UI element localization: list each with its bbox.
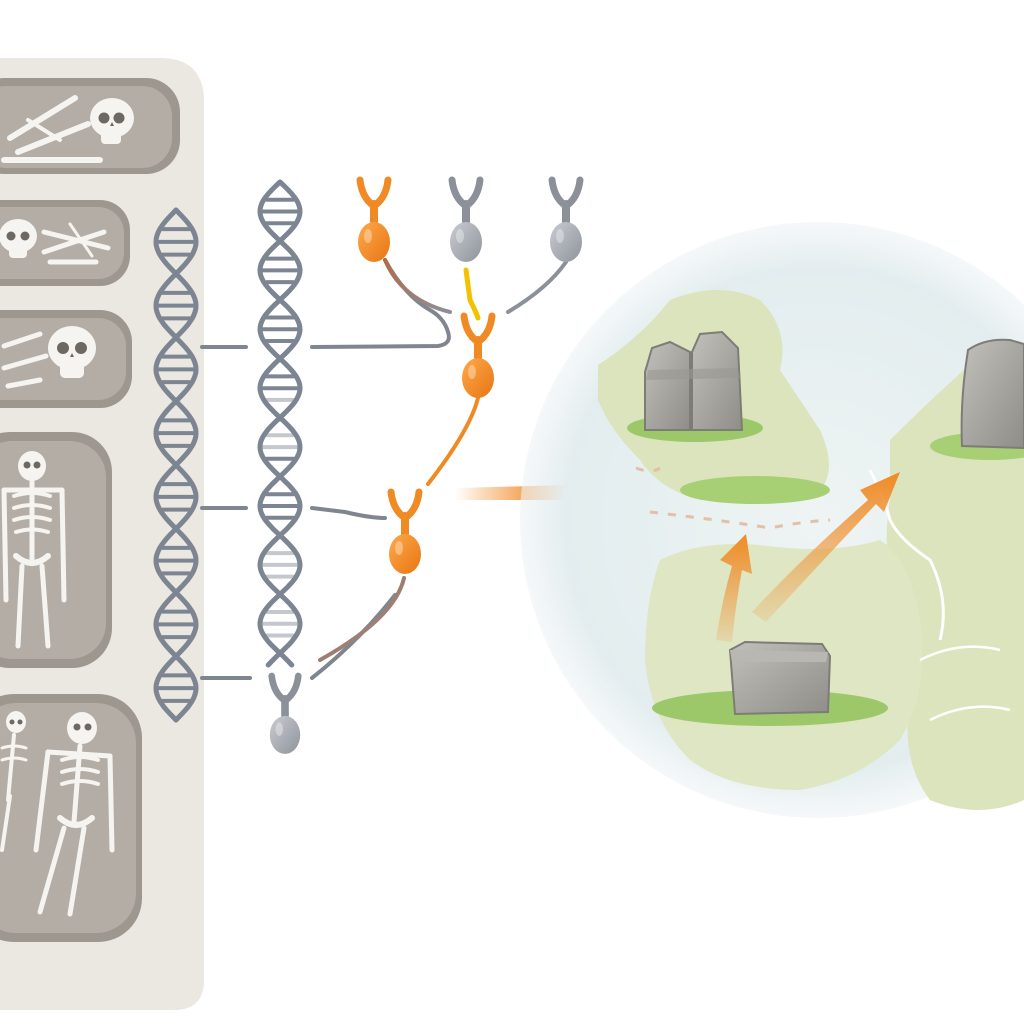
lineage-link-highlight [463,267,481,321]
node-shine [395,541,403,555]
megalith-standing-stone [960,338,1024,450]
migration-arrow-northeast [752,472,900,622]
node-body [462,358,494,398]
border-line [919,645,1011,722]
connector-line [310,506,347,514]
child-skeleton-icon [0,711,28,852]
landmass [886,346,1024,810]
skull-icon [48,326,96,378]
dna-strand-right [257,179,303,668]
node-shine [468,365,476,379]
connector-line [343,510,387,520]
node-shine [364,229,372,243]
map-region [520,222,1024,818]
burial-panel [0,58,204,1010]
node-shine [556,229,564,243]
skeleton-icon [1,451,67,649]
burial-pit-1 [0,78,180,174]
lineage-node-middle [387,488,423,574]
node-body [269,715,301,754]
megalith-paired-stones [644,330,744,431]
connector-line [310,593,397,680]
node-body [550,222,582,262]
burial-pit-5 [0,694,142,942]
ancestor-node-2 [448,176,484,262]
ancestor-node-3 [548,176,584,262]
skull-icon [0,219,37,258]
lineage-link [506,260,568,314]
connectors [200,258,451,680]
dna-strand-left [153,207,199,723]
migration-route [635,466,831,530]
burial-pit-4 [0,432,112,668]
node-body [358,222,390,262]
skeleton-icon [33,712,115,917]
burial-pit-2 [0,200,130,286]
dna-backbone [153,207,199,723]
lineage-link [318,576,406,662]
node-shine [456,229,464,243]
ancestor-node-1 [356,176,392,262]
grass-patch [680,476,830,504]
megalith-dolmen [728,640,832,716]
node-body [450,222,482,262]
burial-pit-3 [0,310,132,408]
dna-backbone [257,179,303,668]
lineage-link-highlight [426,396,480,486]
skull-icon [90,98,134,144]
bones-icon [1,331,49,389]
lineage-node-lower [268,672,302,754]
lineage-tree [268,176,584,754]
node-body [389,534,421,574]
lineage-link [383,258,452,314]
lineage-node-upper [460,312,496,398]
migration-arrow-north [716,534,752,642]
bones-icon [1,95,103,163]
dna-backbone [257,179,303,668]
node-shine [275,722,284,736]
bones-icon [41,222,111,265]
